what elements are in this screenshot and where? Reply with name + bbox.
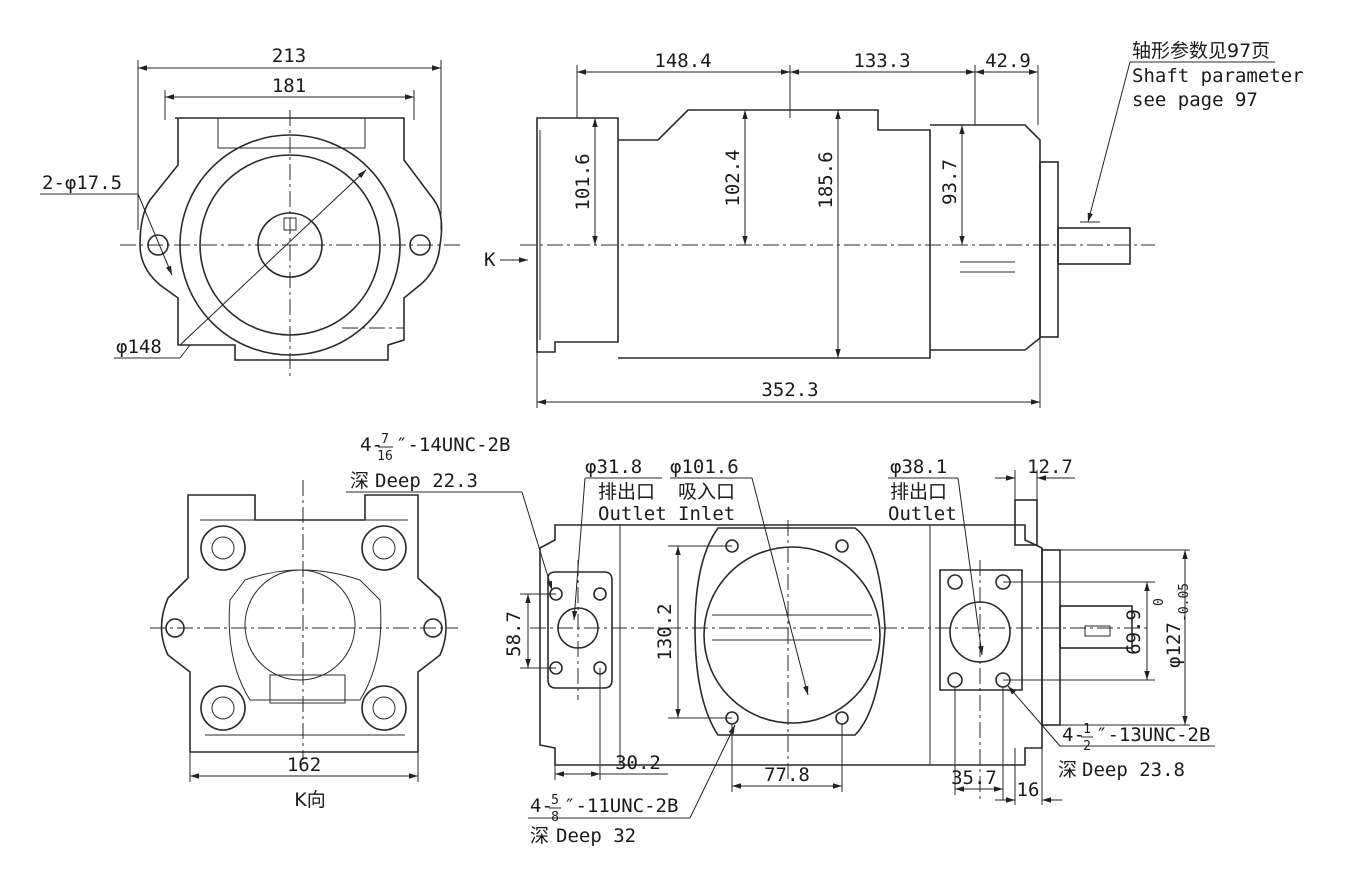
thread-spec-2-prefix: 4- [1062, 724, 1085, 746]
shaft-note-en2: see page 97 [1132, 89, 1258, 111]
deep-3-text: Deep 32 [556, 825, 636, 847]
dim-h4: 93.7 [939, 159, 961, 205]
dim-pilot-diameter: φ148 [116, 336, 162, 358]
dim-seg1: 148.4 [654, 50, 711, 72]
port1-cn: 排出口 [598, 481, 655, 503]
dim-seg2: 133.3 [853, 50, 910, 72]
k-view-caption: K向 [294, 789, 325, 811]
port3-en: Outlet [888, 503, 957, 525]
dim-h1: 101.6 [572, 153, 594, 210]
deep-1-cn: 深 [350, 470, 369, 492]
dim-pilot-127-sup: 0 [1152, 598, 1167, 606]
deep-2-text: Deep 23.8 [1082, 759, 1185, 781]
thread-spec-3-prefix: 4- [530, 795, 553, 817]
front-view: 213 181 φ148 2-φ17.5 [40, 45, 460, 380]
thread-spec-3-den: 8 [551, 810, 559, 825]
port3-diameter: φ38.1 [890, 456, 947, 478]
dim-hole-spec: 2-φ17.5 [42, 172, 122, 194]
thread-spec-3-num: 5 [551, 793, 559, 808]
dim-overall-width: 213 [272, 45, 306, 67]
thread-spec-1-suffix: ″-14UNC-2B [396, 434, 510, 456]
side-view: 148.4 133.3 42.9 101.6 102.4 185.6 93.7 … [484, 40, 1304, 408]
deep-1-text: Deep 22.3 [375, 470, 478, 492]
port1-en: Outlet [598, 503, 667, 525]
dim-pilot-127: φ127 [1163, 622, 1185, 668]
deep-3-cn: 深 [530, 825, 549, 847]
dim-h2: 102.4 [722, 149, 744, 206]
k-view-label: K [484, 249, 496, 271]
dim-pilot-127-sub: -0.05 [1177, 583, 1192, 622]
port1-diameter: φ31.8 [585, 456, 642, 478]
dim-12-7: 12.7 [1027, 456, 1073, 478]
dim-16: 16 [1017, 779, 1040, 801]
dim-58-7: 58.7 [503, 611, 525, 657]
deep-2-cn: 深 [1058, 759, 1077, 781]
dim-77-8: 77.8 [764, 764, 810, 786]
thread-spec-1-num: 7 [381, 432, 389, 447]
dim-69-9: 69.9 [1123, 609, 1145, 655]
thread-spec-3-suffix: ″-11UNC-2B [564, 795, 678, 817]
thread-spec-2-suffix: ″-13UNC-2B [1096, 724, 1210, 746]
dim-inner-width: 181 [272, 75, 306, 97]
dim-k-width: 162 [287, 754, 321, 776]
shaft-note-en1: Shaft parameter [1132, 65, 1304, 87]
port2-en: Inlet [678, 503, 735, 525]
dim-130-2: 130.2 [654, 603, 676, 660]
thread-spec-2-den: 2 [1083, 739, 1091, 754]
dim-35-7: 35.7 [951, 767, 997, 789]
thread-spec-1-prefix: 4- [360, 434, 383, 456]
dim-overall-length: 352.3 [761, 379, 818, 401]
shaft-note-cn: 轴形参数见97页 [1132, 40, 1270, 62]
port2-cn: 吸入口 [678, 481, 735, 503]
thread-spec-2-num: 1 [1083, 722, 1091, 737]
bottom-view: φ31.8 排出口 Outlet φ101.6 吸入口 Inlet φ38.1 … [503, 456, 1215, 847]
port2-diameter: φ101.6 [670, 456, 739, 478]
thread-spec-1-den: 16 [377, 449, 393, 464]
port3-cn: 排出口 [890, 481, 947, 503]
dim-seg3: 42.9 [985, 50, 1031, 72]
k-view: 162 K向 4- 7 16 ″-14UNC-2B 深 Deep 22.3 [150, 432, 553, 811]
dim-30-2: 30.2 [615, 752, 661, 774]
dim-h3: 185.6 [815, 151, 837, 208]
